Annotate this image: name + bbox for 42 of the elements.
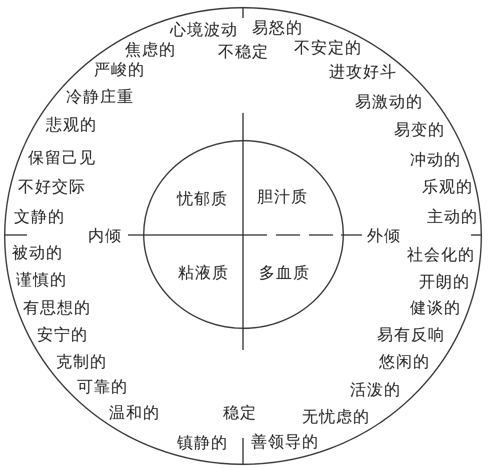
trait-label: 易变的 <box>394 121 445 139</box>
temperament-label: 多血质 <box>259 264 310 282</box>
temperament-label: 忧郁质 <box>177 190 228 208</box>
trait-label: 镇静的 <box>177 434 228 452</box>
trait-label: 温和的 <box>109 404 160 422</box>
trait-label: 悲观的 <box>46 116 97 134</box>
trait-label: 被动的 <box>12 244 63 262</box>
axis-label: 稳定 <box>223 404 257 422</box>
trait-label: 易有反响 <box>377 326 445 344</box>
trait-label: 保留己见 <box>28 149 96 167</box>
trait-label: 开朗的 <box>419 273 470 291</box>
trait-label: 可靠的 <box>77 378 128 396</box>
trait-label: 安宁的 <box>37 326 88 344</box>
trait-label: 健谈的 <box>410 299 461 317</box>
axis-label: 外倾 <box>367 227 401 245</box>
trait-label: 严峻的 <box>94 61 145 79</box>
trait-label: 无忧虑的 <box>302 408 370 426</box>
temperament-label: 胆汁质 <box>257 188 308 206</box>
trait-label: 文静的 <box>14 208 65 226</box>
trait-label: 悠闲的 <box>379 353 430 371</box>
trait-label: 善领导的 <box>251 433 319 451</box>
trait-label: 进攻好斗 <box>329 63 397 81</box>
outer-circle <box>4 7 482 465</box>
trait-label: 主动的 <box>427 208 478 226</box>
trait-label: 易怒的 <box>252 19 303 37</box>
trait-label: 有思想的 <box>23 299 91 317</box>
trait-label: 焦虑的 <box>125 41 176 59</box>
axis-label: 不稳定 <box>218 43 269 61</box>
axis-label: 内倾 <box>88 227 122 245</box>
trait-label: 不安定的 <box>294 39 362 57</box>
trait-label: 谨慎的 <box>16 271 67 289</box>
inner-circle <box>143 140 344 329</box>
trait-label: 克制的 <box>56 353 107 371</box>
trait-label: 易激动的 <box>355 93 423 111</box>
trait-label: 心境波动 <box>170 21 238 39</box>
trait-label: 社会化的 <box>407 246 475 264</box>
trait-label: 冲动的 <box>410 151 461 169</box>
trait-label: 活泼的 <box>350 381 401 399</box>
trait-label: 冷静庄重 <box>66 88 134 106</box>
trait-label: 不好交际 <box>18 178 86 196</box>
temperament-label: 粘液质 <box>178 264 229 282</box>
trait-label: 乐观的 <box>422 178 473 196</box>
